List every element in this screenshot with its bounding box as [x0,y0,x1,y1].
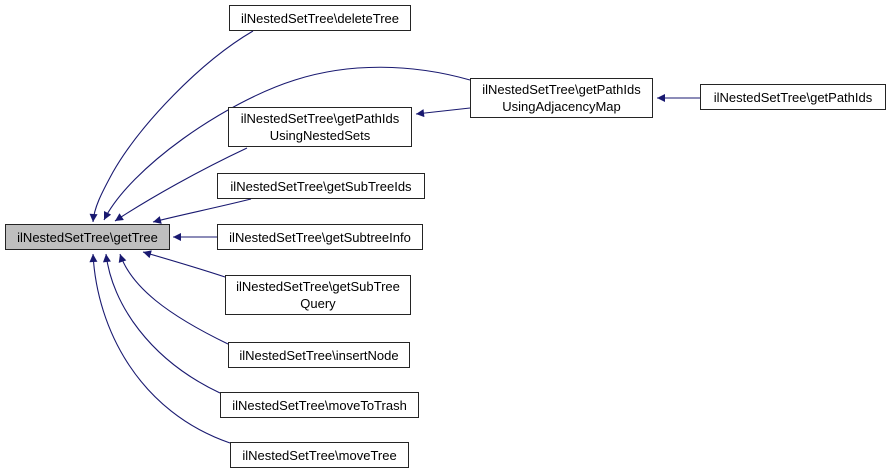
node-insertnode[interactable]: ilNestedSetTree\insertNode [228,342,410,368]
edge-getsubtreequery-to-gettree [142,250,226,278]
edge-movetree-to-gettree [89,253,231,444]
edge-movetotrash-to-gettree [102,253,221,394]
node-getpathidsusingnestedsets-label: ilNestedSetTree\getPathIds UsingNestedSe… [240,111,400,143]
node-gettree[interactable]: ilNestedSetTree\getTree [5,224,170,250]
node-movetotrash-label: ilNestedSetTree\moveToTrash [232,397,407,413]
node-getpathidsusingadjacencymap-label: ilNestedSetTree\getPathIds UsingAdjacenc… [482,82,641,114]
node-getsubtreeinfo[interactable]: ilNestedSetTree\getSubtreeInfo [217,224,423,250]
node-deletetree[interactable]: ilNestedSetTree\deleteTree [229,5,411,31]
node-getsubtreequery[interactable]: ilNestedSetTree\getSubTree Query [225,275,411,315]
node-getpathidsusingnestedsets[interactable]: ilNestedSetTree\getPathIds UsingNestedSe… [228,107,412,147]
edge-getsubtreeids-to-gettree [152,198,252,224]
node-movetree[interactable]: ilNestedSetTree\moveTree [230,442,409,468]
node-getpathids[interactable]: ilNestedSetTree\getPathIds [700,84,886,110]
edge-getpathidsusingadjacencymap-to-getpathidsusingnestedsets [415,107,471,118]
edge-insertnode-to-gettree [118,253,229,345]
node-getsubtreequery-label: ilNestedSetTree\getSubTree Query [236,279,400,311]
node-getpathidsusingadjacencymap[interactable]: ilNestedSetTree\getPathIds UsingAdjacenc… [470,78,653,118]
node-deletetree-label: ilNestedSetTree\deleteTree [240,10,399,26]
node-movetree-label: ilNestedSetTree\moveTree [242,447,397,463]
node-movetotrash[interactable]: ilNestedSetTree\moveToTrash [220,392,419,418]
edge-getpathidsusingadjacencymap-to-gettree [103,66,471,221]
node-getpathids-label: ilNestedSetTree\getPathIds [713,89,873,105]
node-getsubtreeids-label: ilNestedSetTree\getSubTreeIds [230,178,412,194]
node-getsubtreeids[interactable]: ilNestedSetTree\getSubTreeIds [217,173,425,199]
edge-getpathidsusingnestedsets-to-gettree [114,147,248,222]
node-insertnode-label: ilNestedSetTree\insertNode [239,347,399,363]
node-getsubtreeinfo-label: ilNestedSetTree\getSubtreeInfo [229,229,411,245]
node-gettree-label: ilNestedSetTree\getTree [17,229,158,245]
edge-deletetree-to-gettree [89,30,254,223]
